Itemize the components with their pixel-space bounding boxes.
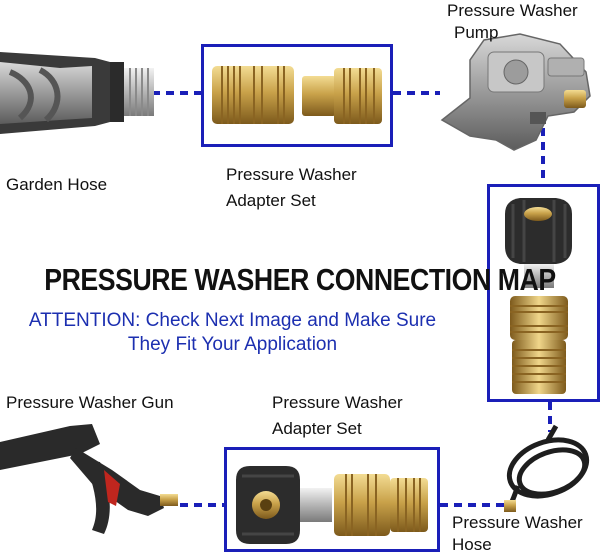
top-adapter-set-image [212,66,382,124]
gun-label: Pressure Washer Gun [6,393,174,412]
right-adapter-set-image [505,198,572,394]
bottom-adapter-label-line1: Pressure Washer [272,393,403,412]
hose-label: Pressure Washer Hose [452,512,600,556]
hose-label-line2: Hose [452,535,492,554]
top-adapter-label-line1: Pressure Washer [226,165,357,184]
connector-lines [152,91,552,507]
attention-line-2: They Fit Your Application [127,334,338,355]
bottom-adapter-set-image [236,466,428,544]
garden-hose-label: Garden Hose [6,175,108,194]
garden-hose-image [0,52,154,134]
bottom-adapter-label: Pressure Washer Adapter Set [272,392,403,440]
gun-image [0,424,178,534]
hose-fitting [504,500,516,512]
top-adapter-box [201,44,393,147]
pump-label: Pressure Washer Pump [447,0,600,44]
pump-label-line1: Pressure Washer [447,1,578,20]
top-adapter-label-line2: Adapter Set [226,191,316,210]
right-adapter-box [487,184,600,402]
page-title: PRESSURE WASHER CONNECTION MAP [44,262,556,297]
attention-line-1: ATTENTION: Check Next Image and Make Sur… [28,310,437,331]
bottom-adapter-box [224,447,440,552]
bottom-adapter-label-line2: Adapter Set [272,419,362,438]
pump-image [440,33,591,151]
hose-label-line1: Pressure Washer [452,513,583,532]
hose-image [506,424,590,510]
top-adapter-label: Pressure Washer Adapter Set [226,164,357,212]
pump-label-line2: Pump [454,23,499,42]
